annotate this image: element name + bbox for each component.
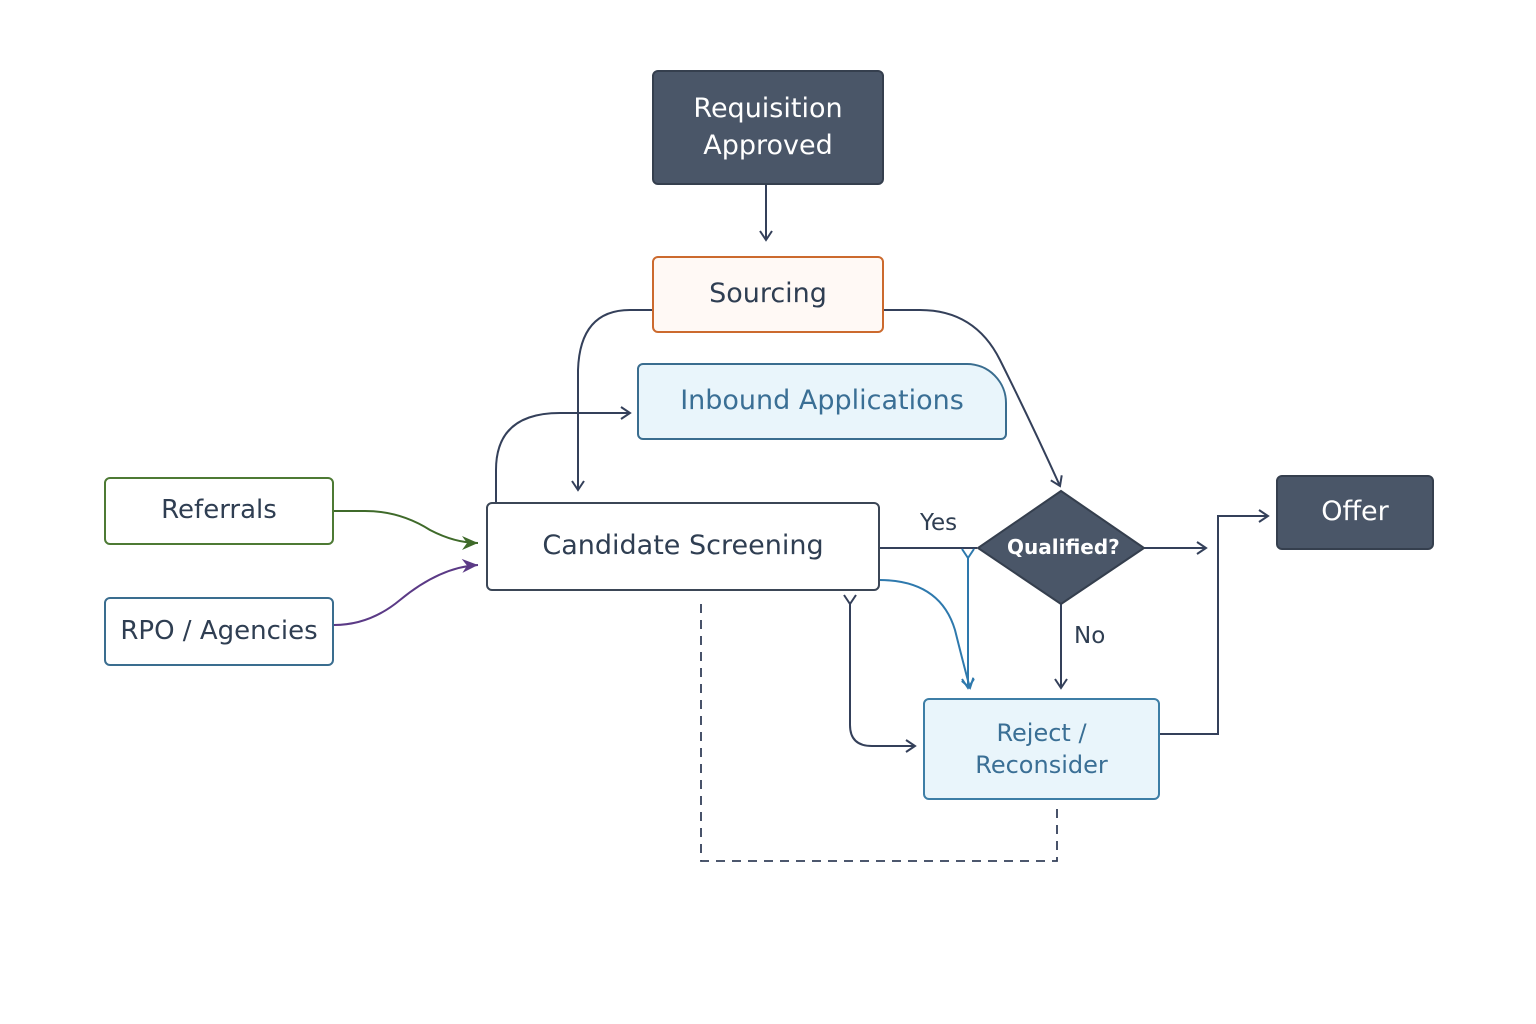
edge-dashed-loop xyxy=(700,604,1058,862)
node-inbound-label: Inbound Applications xyxy=(680,385,964,417)
node-rpo-label: RPO / Agencies xyxy=(120,615,318,646)
node-sourcing[interactable]: Sourcing xyxy=(652,256,884,333)
edge-screening-reject-blue xyxy=(878,579,975,690)
node-referrals[interactable]: Referrals xyxy=(104,477,334,545)
node-requisition-line1: Requisition xyxy=(693,93,843,125)
node-offer-label: Offer xyxy=(1321,496,1389,528)
edge-reject-offer xyxy=(1160,509,1270,735)
qualified-decision-shape[interactable] xyxy=(976,489,1146,606)
edge-sourcing-qualified xyxy=(884,309,1063,488)
node-inbound-applications[interactable]: Inbound Applications xyxy=(637,363,1007,440)
node-offer[interactable]: Offer xyxy=(1276,475,1434,550)
edge-sourcing-screening xyxy=(571,309,652,492)
node-reject-line1: Reject / xyxy=(996,718,1087,747)
edge-referrals-screening xyxy=(334,510,479,550)
node-requisition-approved[interactable]: Requisition Approved xyxy=(652,70,884,185)
edge-label-yes: Yes xyxy=(920,510,958,536)
node-qualified-label: Qualified? xyxy=(1007,535,1120,559)
node-reject-line2: Reconsider xyxy=(975,751,1108,779)
node-rpo-agencies[interactable]: RPO / Agencies xyxy=(104,597,334,666)
node-screening-label: Candidate Screening xyxy=(542,530,824,562)
edge-label-no: No xyxy=(1074,623,1106,649)
node-reject-reconsider[interactable]: Reject / Reconsider xyxy=(923,698,1160,800)
node-requisition-line2: Approved xyxy=(703,129,833,161)
edge-screening-inbound xyxy=(495,406,632,502)
node-referrals-label: Referrals xyxy=(161,495,277,526)
node-sourcing-label: Sourcing xyxy=(709,278,827,310)
edge-reject-screening xyxy=(843,594,917,753)
edge-rpo-screening xyxy=(333,558,479,626)
node-candidate-screening[interactable]: Candidate Screening xyxy=(486,502,880,591)
